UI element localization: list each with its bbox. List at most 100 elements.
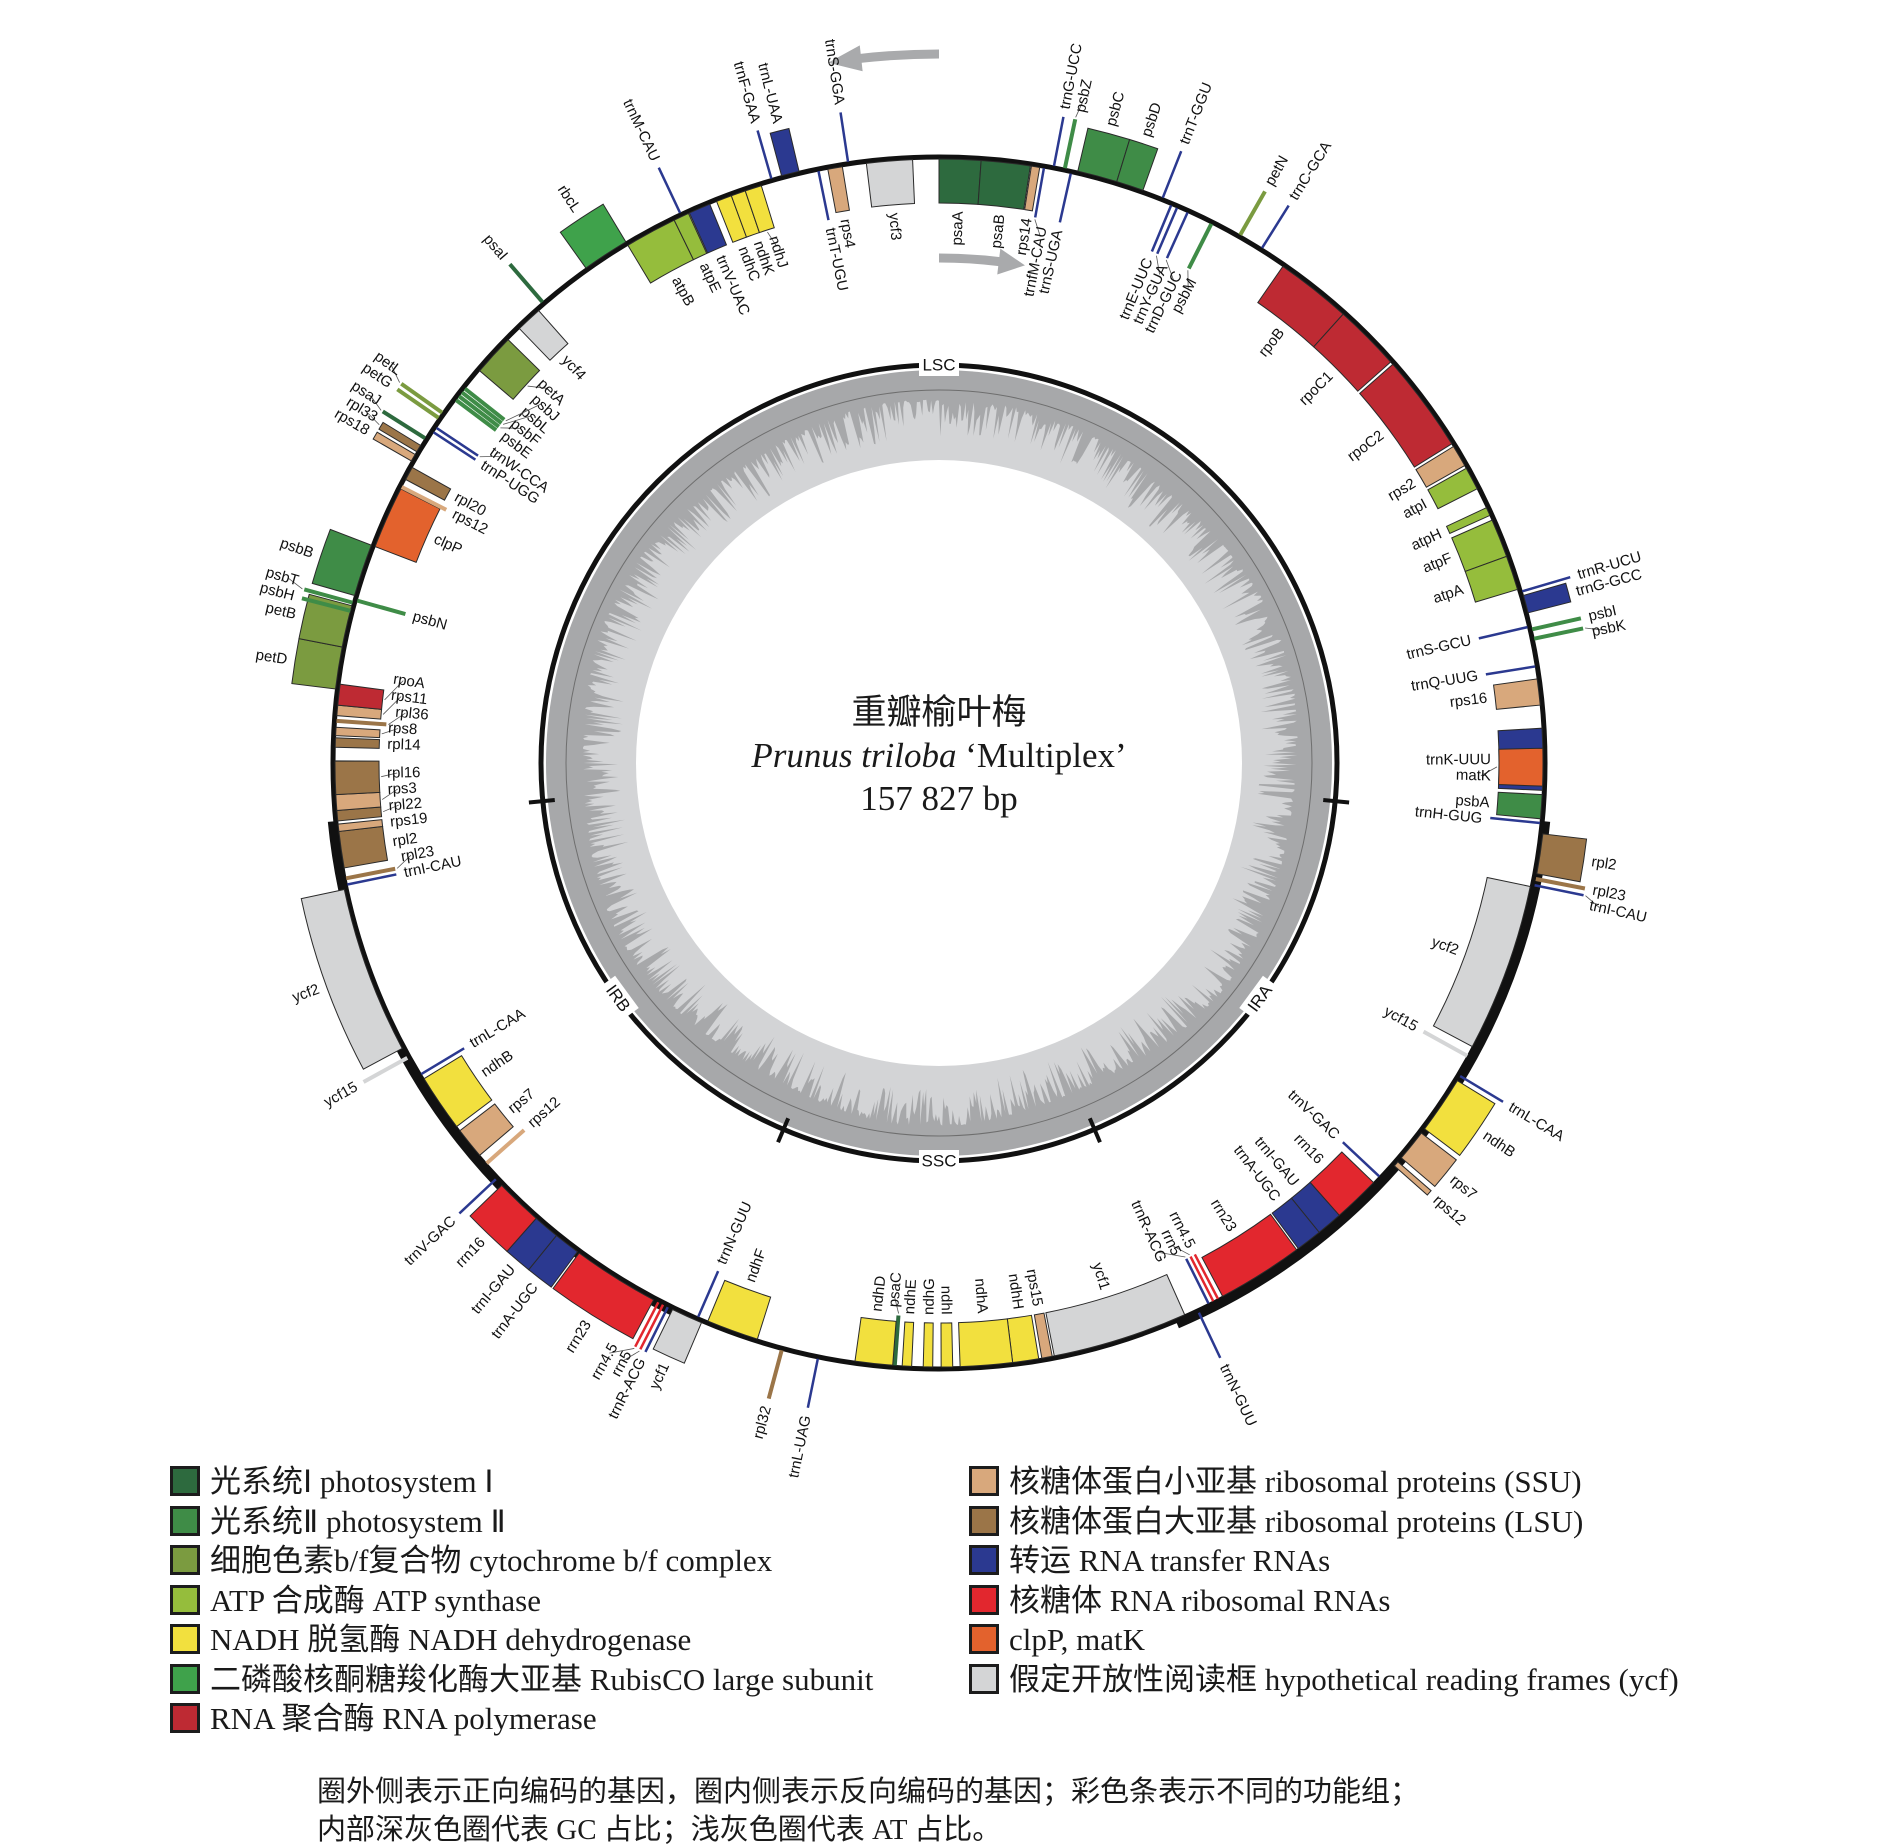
gene-trnL-UAA — [770, 129, 799, 176]
arrow-counterclockwise — [859, 54, 939, 59]
legend-item: 二磷酸核酮糖羧化酶大亚基 RubisCO large subunit — [170, 1663, 873, 1695]
gene-trnG-UCC — [1054, 117, 1063, 166]
gene-trnQ-UUG — [1486, 666, 1535, 674]
legend-swatch — [170, 1506, 200, 1536]
gene-rpl16 — [335, 761, 380, 795]
legend-item: 核糖体蛋白大亚基 ribosomal proteins (LSU) — [969, 1505, 1583, 1537]
legend-label: NADH 脱氢酶 NADH dehydrogenase — [210, 1624, 691, 1655]
legend-swatch — [170, 1585, 200, 1615]
gene-psbA — [1497, 792, 1543, 818]
legend-item: ATP 合成酶 ATP synthase — [170, 1584, 541, 1616]
legend-swatch — [969, 1466, 999, 1496]
region-label-lsc: LSC — [919, 354, 959, 376]
gene-trnT-UGU — [819, 171, 829, 220]
gene-trnF-GAA — [758, 131, 772, 179]
legend-label: RNA 聚合酶 RNA polymerase — [210, 1703, 597, 1734]
gene-label: atpA — [1431, 581, 1466, 607]
genome-length: 157 827 bp — [860, 779, 1018, 818]
gene-label: ndhI — [937, 1286, 954, 1315]
gene-trnP-UGG — [434, 432, 476, 459]
region-label-ssc: SSC — [919, 1150, 959, 1172]
gene-label: trnV-GAC — [1284, 1087, 1343, 1143]
gene-label: ycf2 — [290, 981, 322, 1006]
gene-label: ycf15 — [1381, 1003, 1421, 1035]
gene-label: rpl2 — [1590, 853, 1617, 874]
gene-ndhE — [902, 1322, 913, 1366]
gene-trnC-GCA — [1262, 206, 1289, 248]
gene-label: atpF — [1420, 550, 1454, 577]
gene-psaI — [510, 264, 543, 302]
gene-label: rrn23 — [562, 1317, 595, 1356]
legend-swatch — [170, 1664, 200, 1694]
legend-swatch — [969, 1664, 999, 1694]
legend-item: 核糖体 RNA ribosomal RNAs — [969, 1584, 1391, 1616]
gene-rpoA — [338, 684, 384, 709]
gene-label: rps16 — [1449, 690, 1488, 711]
gene-rps16 — [1494, 679, 1541, 709]
gene-label: ycf3 — [885, 212, 904, 241]
gene-trnS-UGA — [1060, 174, 1071, 223]
gene-label: rps3 — [387, 780, 417, 798]
region-boundary-tick — [1323, 800, 1349, 802]
gene-label: rpl2 — [391, 830, 418, 850]
gene-label: rps7 — [1447, 1172, 1480, 1204]
gene-petD — [292, 639, 342, 689]
gene-label: psaB — [988, 213, 1009, 249]
gene-label: ndhB — [1480, 1127, 1519, 1161]
gene-rps3 — [336, 792, 381, 810]
gene-rps4 — [828, 167, 850, 213]
gene-label: ycf1 — [646, 1360, 673, 1392]
legend-label: 转运 RNA transfer RNAs — [1009, 1545, 1330, 1576]
legend-label: 核糖体蛋白大亚基 ribosomal proteins (LSU) — [1009, 1506, 1583, 1537]
gene-psbI — [1532, 618, 1581, 629]
title-species: Prunus triloba ‘Multiplex’ — [750, 736, 1126, 775]
gene-label: psbB — [278, 535, 316, 562]
gene-label: trnC-GCA — [1286, 139, 1335, 204]
gene-label: ycf15 — [321, 1079, 361, 1111]
gene-label: rpl14 — [387, 736, 421, 754]
gene-label: psbC — [1103, 90, 1129, 128]
title-chinese: 重瓣榆叶梅 — [851, 693, 1026, 732]
gene-trnS-GCU — [1479, 627, 1528, 638]
gene-label: rrn23 — [1207, 1196, 1240, 1235]
gene-petA — [480, 340, 540, 400]
gene-label: rpoC1 — [1296, 368, 1337, 409]
gene-label: ycf1 — [1089, 1261, 1113, 1292]
legend-label: 核糖体 RNA ribosomal RNAs — [1009, 1585, 1391, 1616]
footnote-line-2: 内部深灰色圈代表 GC 占比；浅灰色圈代表 AT 占比。 — [317, 1806, 1001, 1848]
legend-label: 光系统Ⅰ photosystem Ⅰ — [210, 1466, 494, 1497]
legend-swatch — [969, 1506, 999, 1536]
gene-trnS-GGA — [841, 112, 848, 161]
legend-label: ATP 合成酶 ATP synthase — [210, 1585, 541, 1616]
gene-label: trnV-GAC — [401, 1213, 460, 1269]
gene-label: rrn16 — [1290, 1131, 1327, 1168]
gene-petN — [1240, 191, 1265, 234]
gene-label: atpB — [668, 274, 698, 309]
gene-psbM — [1189, 224, 1212, 269]
gene-ndhI — [941, 1323, 953, 1367]
legend-label: 细胞色素b/f复合物 cytochrome b/f complex — [210, 1545, 772, 1576]
gene-label: petB — [264, 599, 298, 623]
gene-ycf3 — [866, 160, 914, 207]
legend-item: 细胞色素b/f复合物 cytochrome b/f complex — [170, 1544, 772, 1576]
legend-label: 假定开放性阅读框 hypothetical reading frames (yc… — [1009, 1664, 1679, 1695]
gene-label: psbN — [411, 608, 449, 634]
species-name: Prunus triloba — [750, 736, 956, 775]
footnote-line-1: 圈外侧表示正向编码的基因，圈内侧表示反向编码的基因；彩色条表示不同的功能组； — [317, 1768, 1419, 1810]
gene-label: ycf2 — [1429, 934, 1461, 959]
legend-item: 转运 RNA transfer RNAs — [969, 1544, 1330, 1576]
gene-label: trnL-UAG — [785, 1414, 814, 1479]
legend-swatch — [969, 1624, 999, 1654]
legend-swatch — [170, 1703, 200, 1733]
region-label: SSC — [922, 1151, 957, 1170]
gene-trnR-ACG — [1186, 1259, 1208, 1304]
cultivar-name: ‘Multiplex’ — [957, 736, 1127, 775]
legend-swatch — [969, 1545, 999, 1575]
gene-rps8 — [336, 727, 380, 737]
gene-trnW-CCA — [436, 428, 478, 456]
legend-item: 核糖体蛋白小亚基 ribosomal proteins (SSU) — [969, 1465, 1582, 1497]
gene-ndhA — [959, 1319, 1013, 1367]
gene-label: ndhG — [920, 1278, 938, 1315]
gene-label: petN — [1262, 153, 1292, 189]
gene-label: ndhH — [1005, 1273, 1027, 1311]
